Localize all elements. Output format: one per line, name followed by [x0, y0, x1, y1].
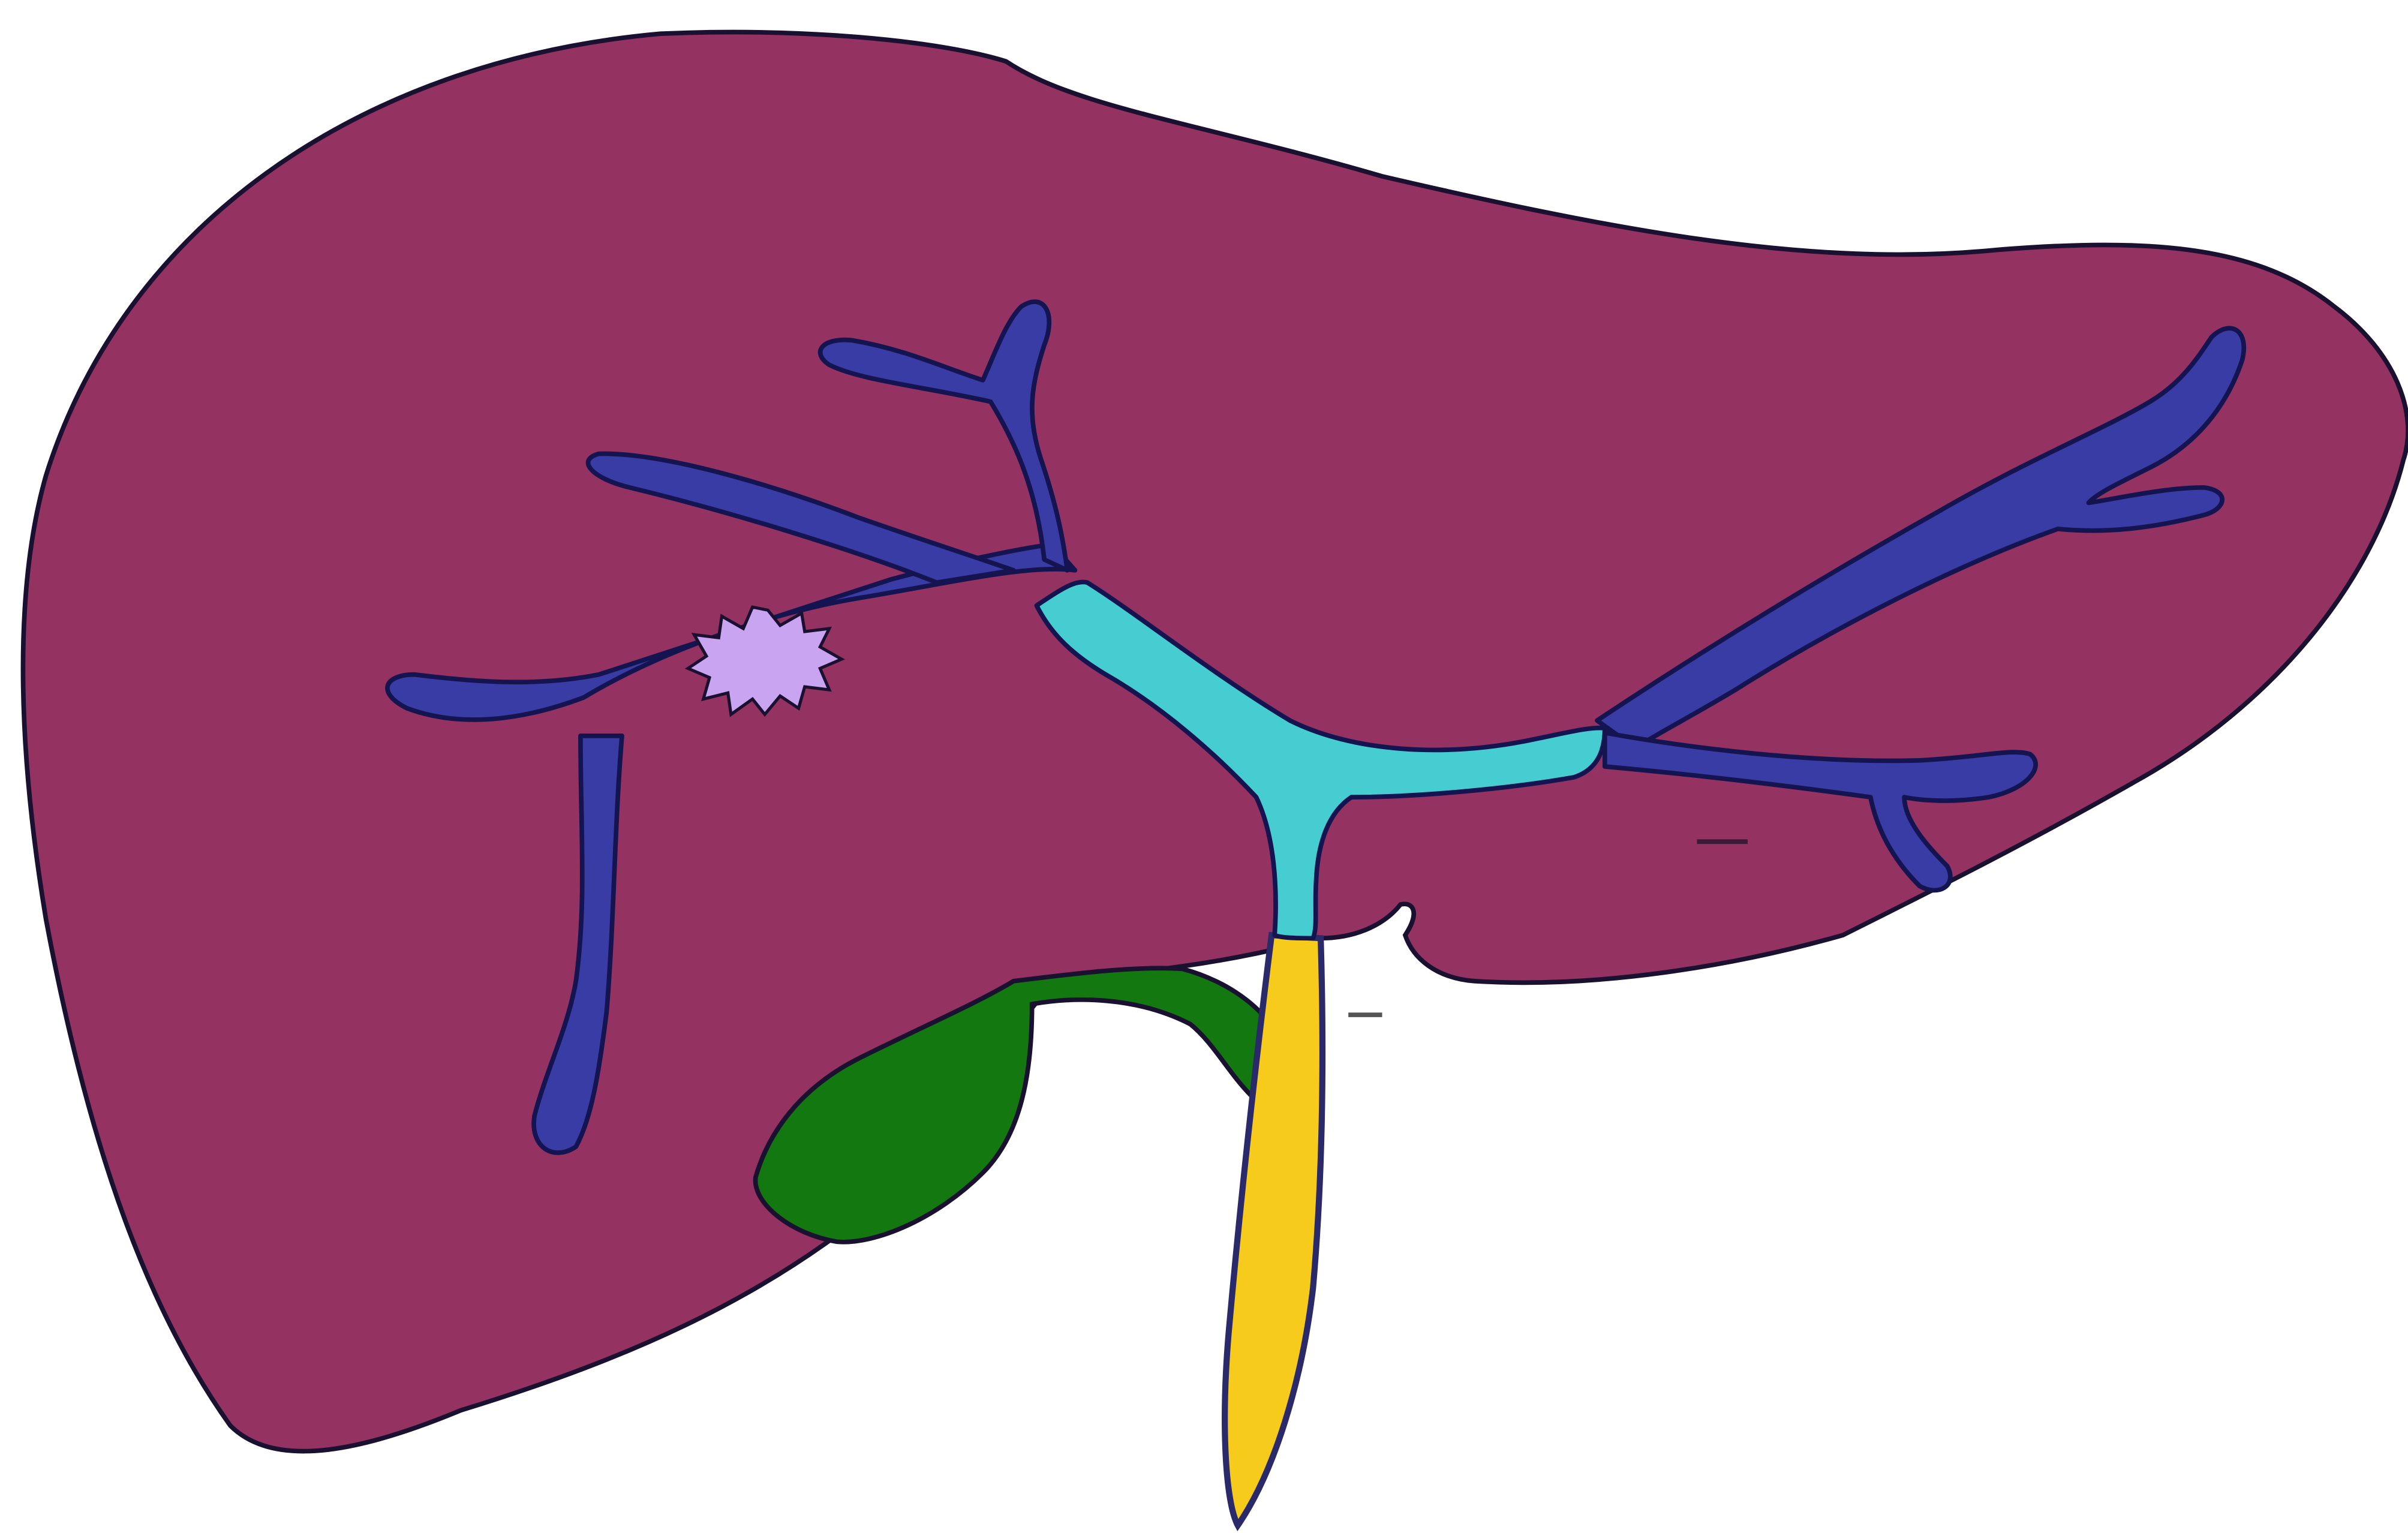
liver-biliary-diagram	[0, 0, 2408, 1533]
